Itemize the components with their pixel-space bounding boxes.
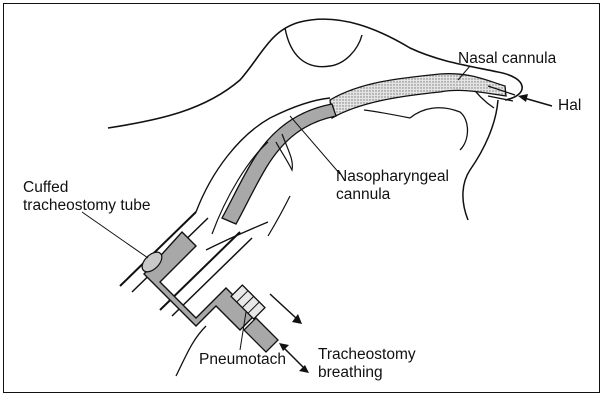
label-nasopharyngeal-line2: cannula — [336, 186, 390, 204]
label-nasopharyngeal-line1: Nasopharyngeal — [336, 168, 449, 186]
hal-arrow-icon — [518, 94, 552, 106]
nose-outline — [285, 28, 362, 67]
label-pneumotach: Pneumotach — [199, 351, 286, 369]
leader-nasopharyngeal — [290, 116, 340, 174]
label-cuffed-line2: tracheostomy tube — [23, 197, 151, 215]
tongue-outline — [410, 108, 468, 150]
palate-outline — [364, 110, 410, 118]
label-hal: Hal — [558, 97, 581, 115]
exit-tube — [244, 318, 278, 352]
mouth-outline — [463, 100, 498, 220]
neck-front — [268, 196, 290, 236]
label-tracheostomy-line1: Tracheostomy — [318, 346, 416, 364]
label-nasal-cannula: Nasal cannula — [458, 50, 556, 68]
leader-cuffed — [82, 212, 148, 258]
flow-out-arrow-icon — [270, 294, 302, 324]
nasopharyngeal-cannula — [222, 104, 336, 224]
label-tracheostomy-line2: breathing — [318, 364, 383, 382]
label-cuffed-line1: Cuffed — [23, 179, 68, 197]
